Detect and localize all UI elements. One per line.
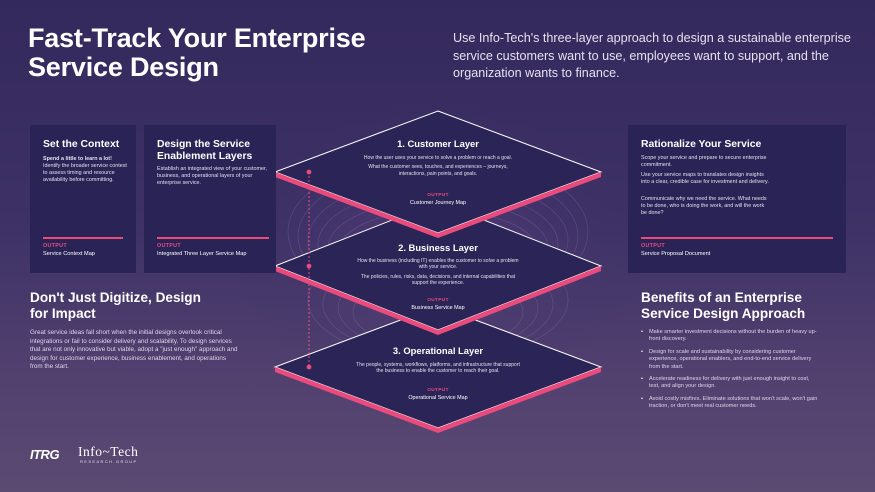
infotech-logo: Info~Tech — [78, 444, 139, 459]
layer-output-label: OUTPUT — [427, 388, 449, 393]
layer-bullets: How the user uses your service to solve … — [355, 155, 521, 180]
layer-bullets: The people, systems, workflows, platform… — [355, 362, 521, 378]
list-item: Accelerate readiness for delivery with j… — [641, 376, 819, 391]
card-divider — [157, 237, 269, 239]
layer-output-label: OUTPUT — [427, 193, 449, 198]
card-body: Identify the broader service context to … — [43, 163, 127, 183]
output-label: OUTPUT — [43, 243, 67, 249]
layer-output-value: Customer Journey Map — [409, 200, 467, 206]
layer-title: 2. Business Layer — [398, 242, 478, 253]
output-label: OUTPUT — [157, 243, 181, 249]
digitize-heading: Don't Just Digitize, Design for Impact — [30, 290, 201, 321]
card-title: Design the Service Enablement Layers — [157, 139, 253, 162]
intro-text: Use Info-Tech's three-layer approach to … — [453, 31, 851, 80]
digitize-body: Great service ideas fall short when the … — [30, 329, 238, 371]
list-item: Design for scale and sustainability by c… — [641, 349, 819, 371]
list-item: Make smarter investment decisions withou… — [641, 329, 819, 344]
layer-bullet: What the customer sees, touches, and exp… — [368, 164, 508, 177]
card-title: Rationalize Your Service — [641, 139, 762, 150]
card-divider — [43, 237, 123, 239]
layer-title: 3. Operational Layer — [392, 345, 484, 356]
layer-bullet: How the user uses your service to solve … — [363, 155, 513, 161]
card-body: Establish an integrated view of your cus… — [157, 166, 267, 186]
layer-bullet: How the business (including IT) enables … — [357, 258, 519, 271]
connector-dot — [306, 169, 312, 175]
layer-output-value: Operational Service Map — [408, 395, 468, 401]
output-value: Integrated Three Layer Service Map — [157, 251, 247, 257]
benefits-list: Make smarter investment decisions withou… — [641, 329, 819, 416]
card-divider — [641, 237, 833, 239]
layer-output-label: OUTPUT — [427, 298, 449, 303]
card-title: Set the Context — [43, 139, 120, 150]
card-body: Scope your service and prepare to secure… — [641, 155, 767, 168]
list-item: Avoid costly misfires. Eliminate solutio… — [641, 396, 819, 411]
layer-bullets: How the business (including IT) enables … — [355, 258, 521, 289]
layer-title: 1. Customer Layer — [397, 138, 479, 149]
card-lead: Spend a little to learn a lot! — [43, 156, 112, 162]
output-value: Service Context Map — [43, 251, 95, 257]
connector-dot — [306, 263, 312, 269]
layer-bullet: The policies, rules, risks, data, decisi… — [360, 273, 516, 286]
itrg-logo: ITRG — [30, 447, 60, 462]
output-value: Service Proposal Document — [641, 251, 711, 257]
connector-dot — [306, 364, 312, 370]
benefits-heading: Benefits of an Enterprise Service Design… — [641, 290, 806, 321]
card-body: Communicate why we need the service. Wha… — [641, 196, 767, 216]
layer-output-value: Business Service Map — [411, 305, 465, 311]
layer-bullet: The people, systems, workflows, platform… — [356, 362, 520, 375]
card-body: Use your service maps to translates desi… — [641, 172, 769, 185]
page-title: Fast-Track Your Enterprise Service Desig… — [28, 23, 366, 82]
card-enablement-layers: Design the Service Enablement Layers Est… — [144, 125, 276, 273]
card-rationalize: Rationalize Your Service Scope your serv… — [628, 125, 846, 273]
infotech-logo-subtitle: RESEARCH GROUP — [80, 459, 138, 464]
card-set-context: Set the Context Spend a little to learn … — [30, 125, 136, 273]
output-label: OUTPUT — [641, 243, 665, 249]
